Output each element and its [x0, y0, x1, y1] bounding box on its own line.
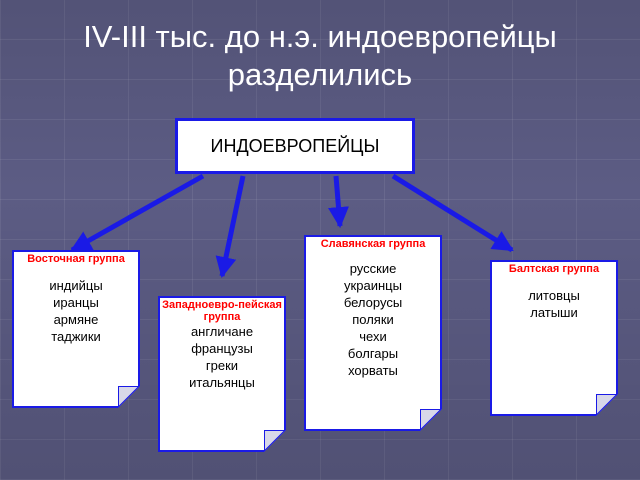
- balt-group-list: литовцы латыши: [492, 287, 616, 321]
- arrow-to-slav: [328, 175, 349, 229]
- list-item: французы: [191, 341, 253, 356]
- slav-group-heading: Славянская группа: [320, 238, 426, 250]
- east-group-card: Восточная группа индийцы иранцы армяне т…: [12, 250, 140, 408]
- slav-group-list: русские украинцы белорусы поляки чехи бо…: [306, 260, 440, 379]
- page-fold-icon: [264, 430, 286, 452]
- east-group-heading: Восточная группа: [27, 253, 125, 265]
- balt-group-heading: Балтская группа: [508, 263, 600, 275]
- list-item: литовцы: [528, 288, 580, 303]
- list-item: латыши: [530, 305, 578, 320]
- list-item: армяне: [53, 312, 99, 327]
- page-fold-icon: [420, 409, 442, 431]
- list-item: индийцы: [49, 278, 103, 293]
- indo-europeans-box: ИНДОЕВРОПЕЙЦЫ: [175, 118, 415, 174]
- list-item: англичане: [190, 324, 254, 339]
- list-item: русские: [349, 261, 397, 276]
- list-item: белорусы: [343, 295, 403, 310]
- west-group-card: Западноевро-пейская группа англичане фра…: [158, 296, 286, 452]
- arrow-to-east: [70, 173, 205, 253]
- list-item: хорваты: [348, 363, 398, 378]
- slav-group-card: Славянская группа русские украинцы белор…: [304, 235, 442, 431]
- east-group-list: индийцы иранцы армяне таджики: [14, 277, 138, 345]
- west-group-list: англичане французы греки итальянцы: [160, 323, 284, 391]
- list-item: болгары: [347, 346, 399, 361]
- list-item: таджики: [51, 329, 101, 344]
- arrow-to-balt: [391, 173, 514, 253]
- west-group-heading: Западноевро-пейская группа: [162, 299, 282, 323]
- list-item: итальянцы: [189, 375, 255, 390]
- indo-europeans-label: ИНДОЕВРОПЕЙЦЫ: [210, 135, 380, 156]
- list-item: греки: [205, 358, 239, 373]
- arrow-to-west: [215, 175, 246, 279]
- list-item: поляки: [352, 312, 394, 327]
- list-item: иранцы: [53, 295, 99, 310]
- balt-group-card: Балтская группа литовцы латыши: [490, 260, 618, 416]
- list-item: чехи: [359, 329, 387, 344]
- slide-title: IV-III тыс. до н.э. индоевропейцы раздел…: [83, 19, 557, 92]
- list-item: украинцы: [344, 278, 402, 293]
